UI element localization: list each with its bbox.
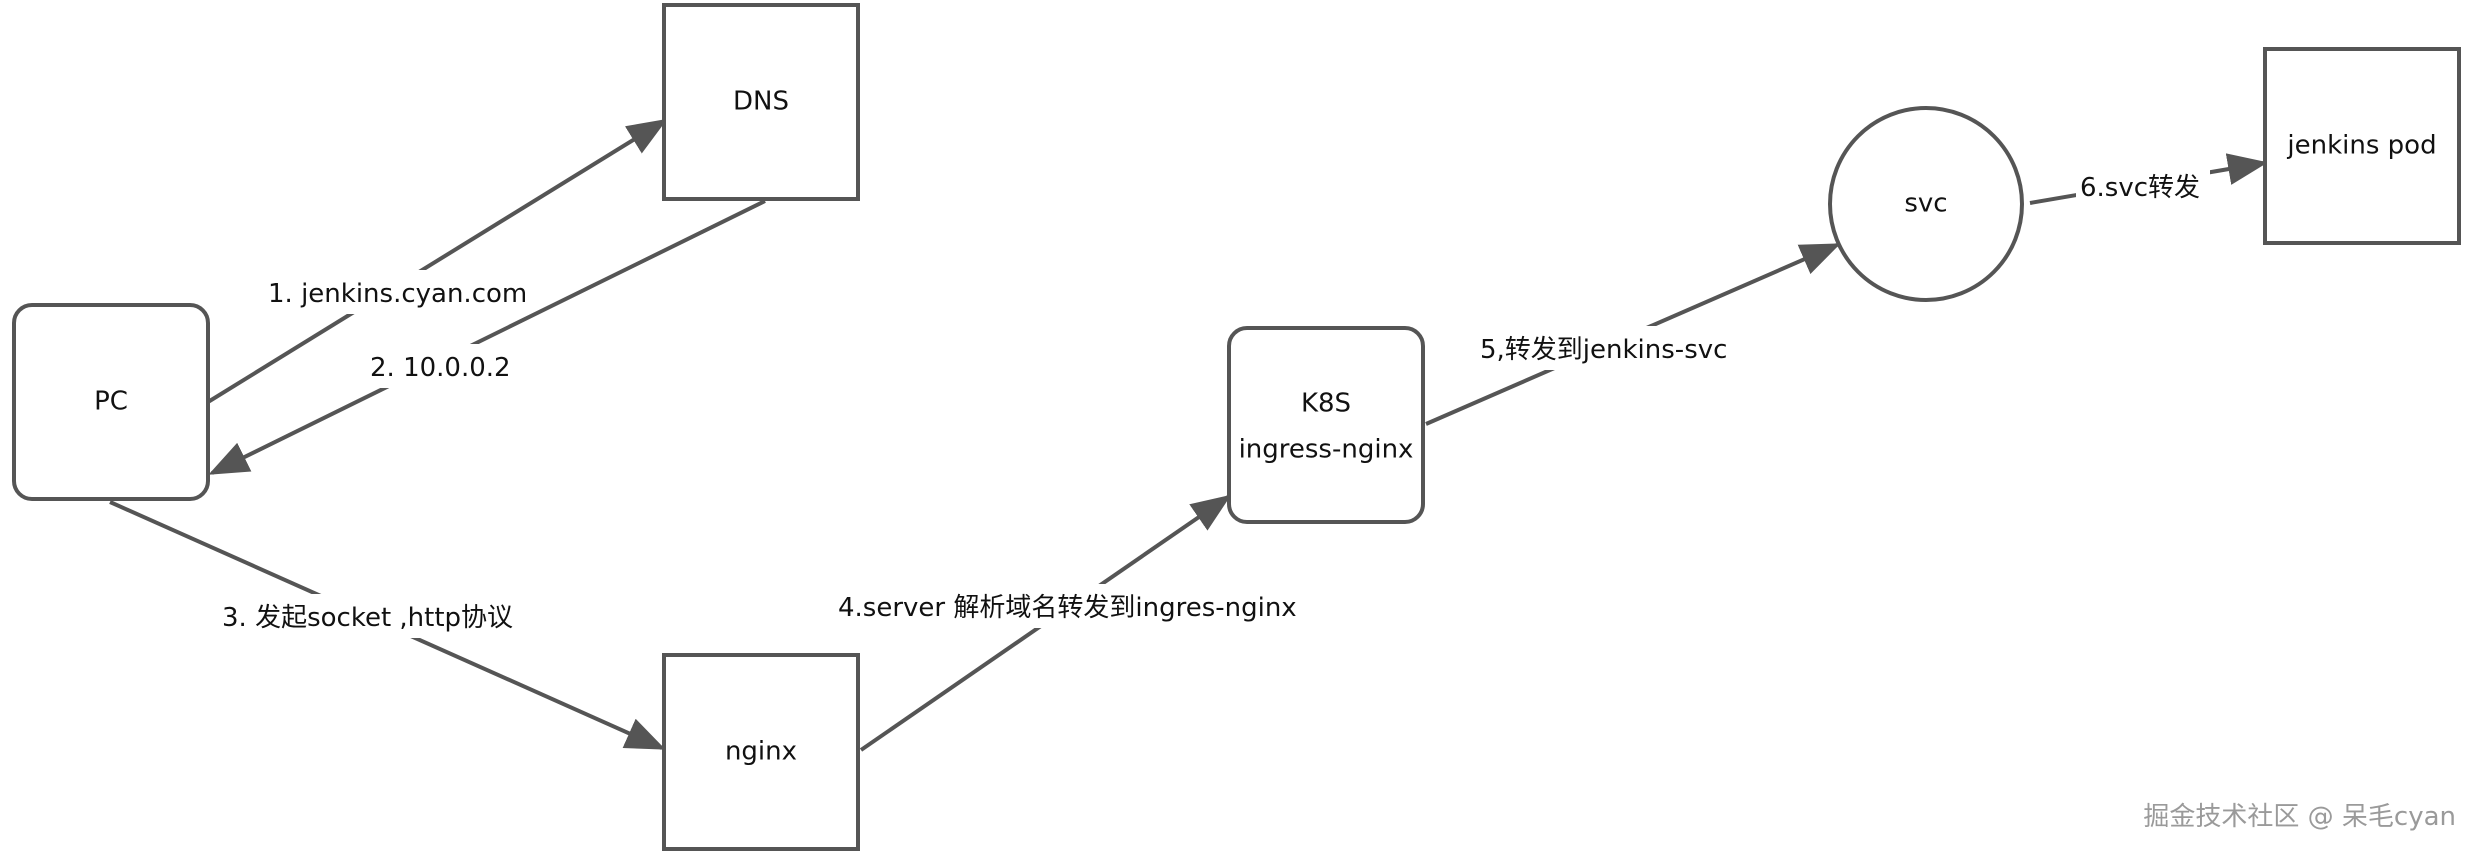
edge-pc-to-dns: [206, 118, 668, 404]
dns-label: DNS: [733, 87, 789, 117]
node-pc: PC: [12, 303, 210, 501]
jenkins-pod-label: jenkins pod: [2286, 131, 2436, 161]
watermark-text: 掘金技术社区 @ 呆毛cyan: [2143, 802, 2456, 832]
step4-label: 4.server 解析域名转发到ingres-nginx: [838, 593, 1297, 623]
step5-label-bg: [1475, 326, 1735, 370]
step1-label-bg: [262, 270, 524, 314]
k8s-label: K8S: [1301, 389, 1351, 419]
step6-label-bg: [2076, 164, 2210, 208]
node-jenkins-pod: jenkins pod: [2263, 47, 2461, 245]
node-dns: DNS: [662, 3, 860, 201]
edge-dns-to-pc: [208, 199, 766, 475]
nginx-label: nginx: [725, 737, 797, 767]
node-svc: svc: [1828, 106, 2024, 302]
node-k8s-ingress: K8S ingress-nginx: [1227, 326, 1425, 524]
step3-label-bg: [214, 594, 524, 638]
pc-label: PC: [94, 387, 128, 417]
step6-label: 6.svc转发: [2080, 173, 2200, 203]
node-nginx: nginx: [662, 653, 860, 851]
step5-label: 5,转发到jenkins-svc: [1480, 335, 1727, 365]
step3-label: 3. 发起socket ,http协议: [222, 603, 513, 633]
step1-label: 1. jenkins.cyan.com: [268, 279, 527, 309]
step2-label: 2. 10.0.0.2: [370, 353, 511, 383]
step2-label-bg: [363, 344, 513, 388]
ingress-nginx-label: ingress-nginx: [1239, 435, 1414, 465]
step4-label-bg: [834, 584, 1316, 628]
svc-label: svc: [1904, 189, 1947, 219]
